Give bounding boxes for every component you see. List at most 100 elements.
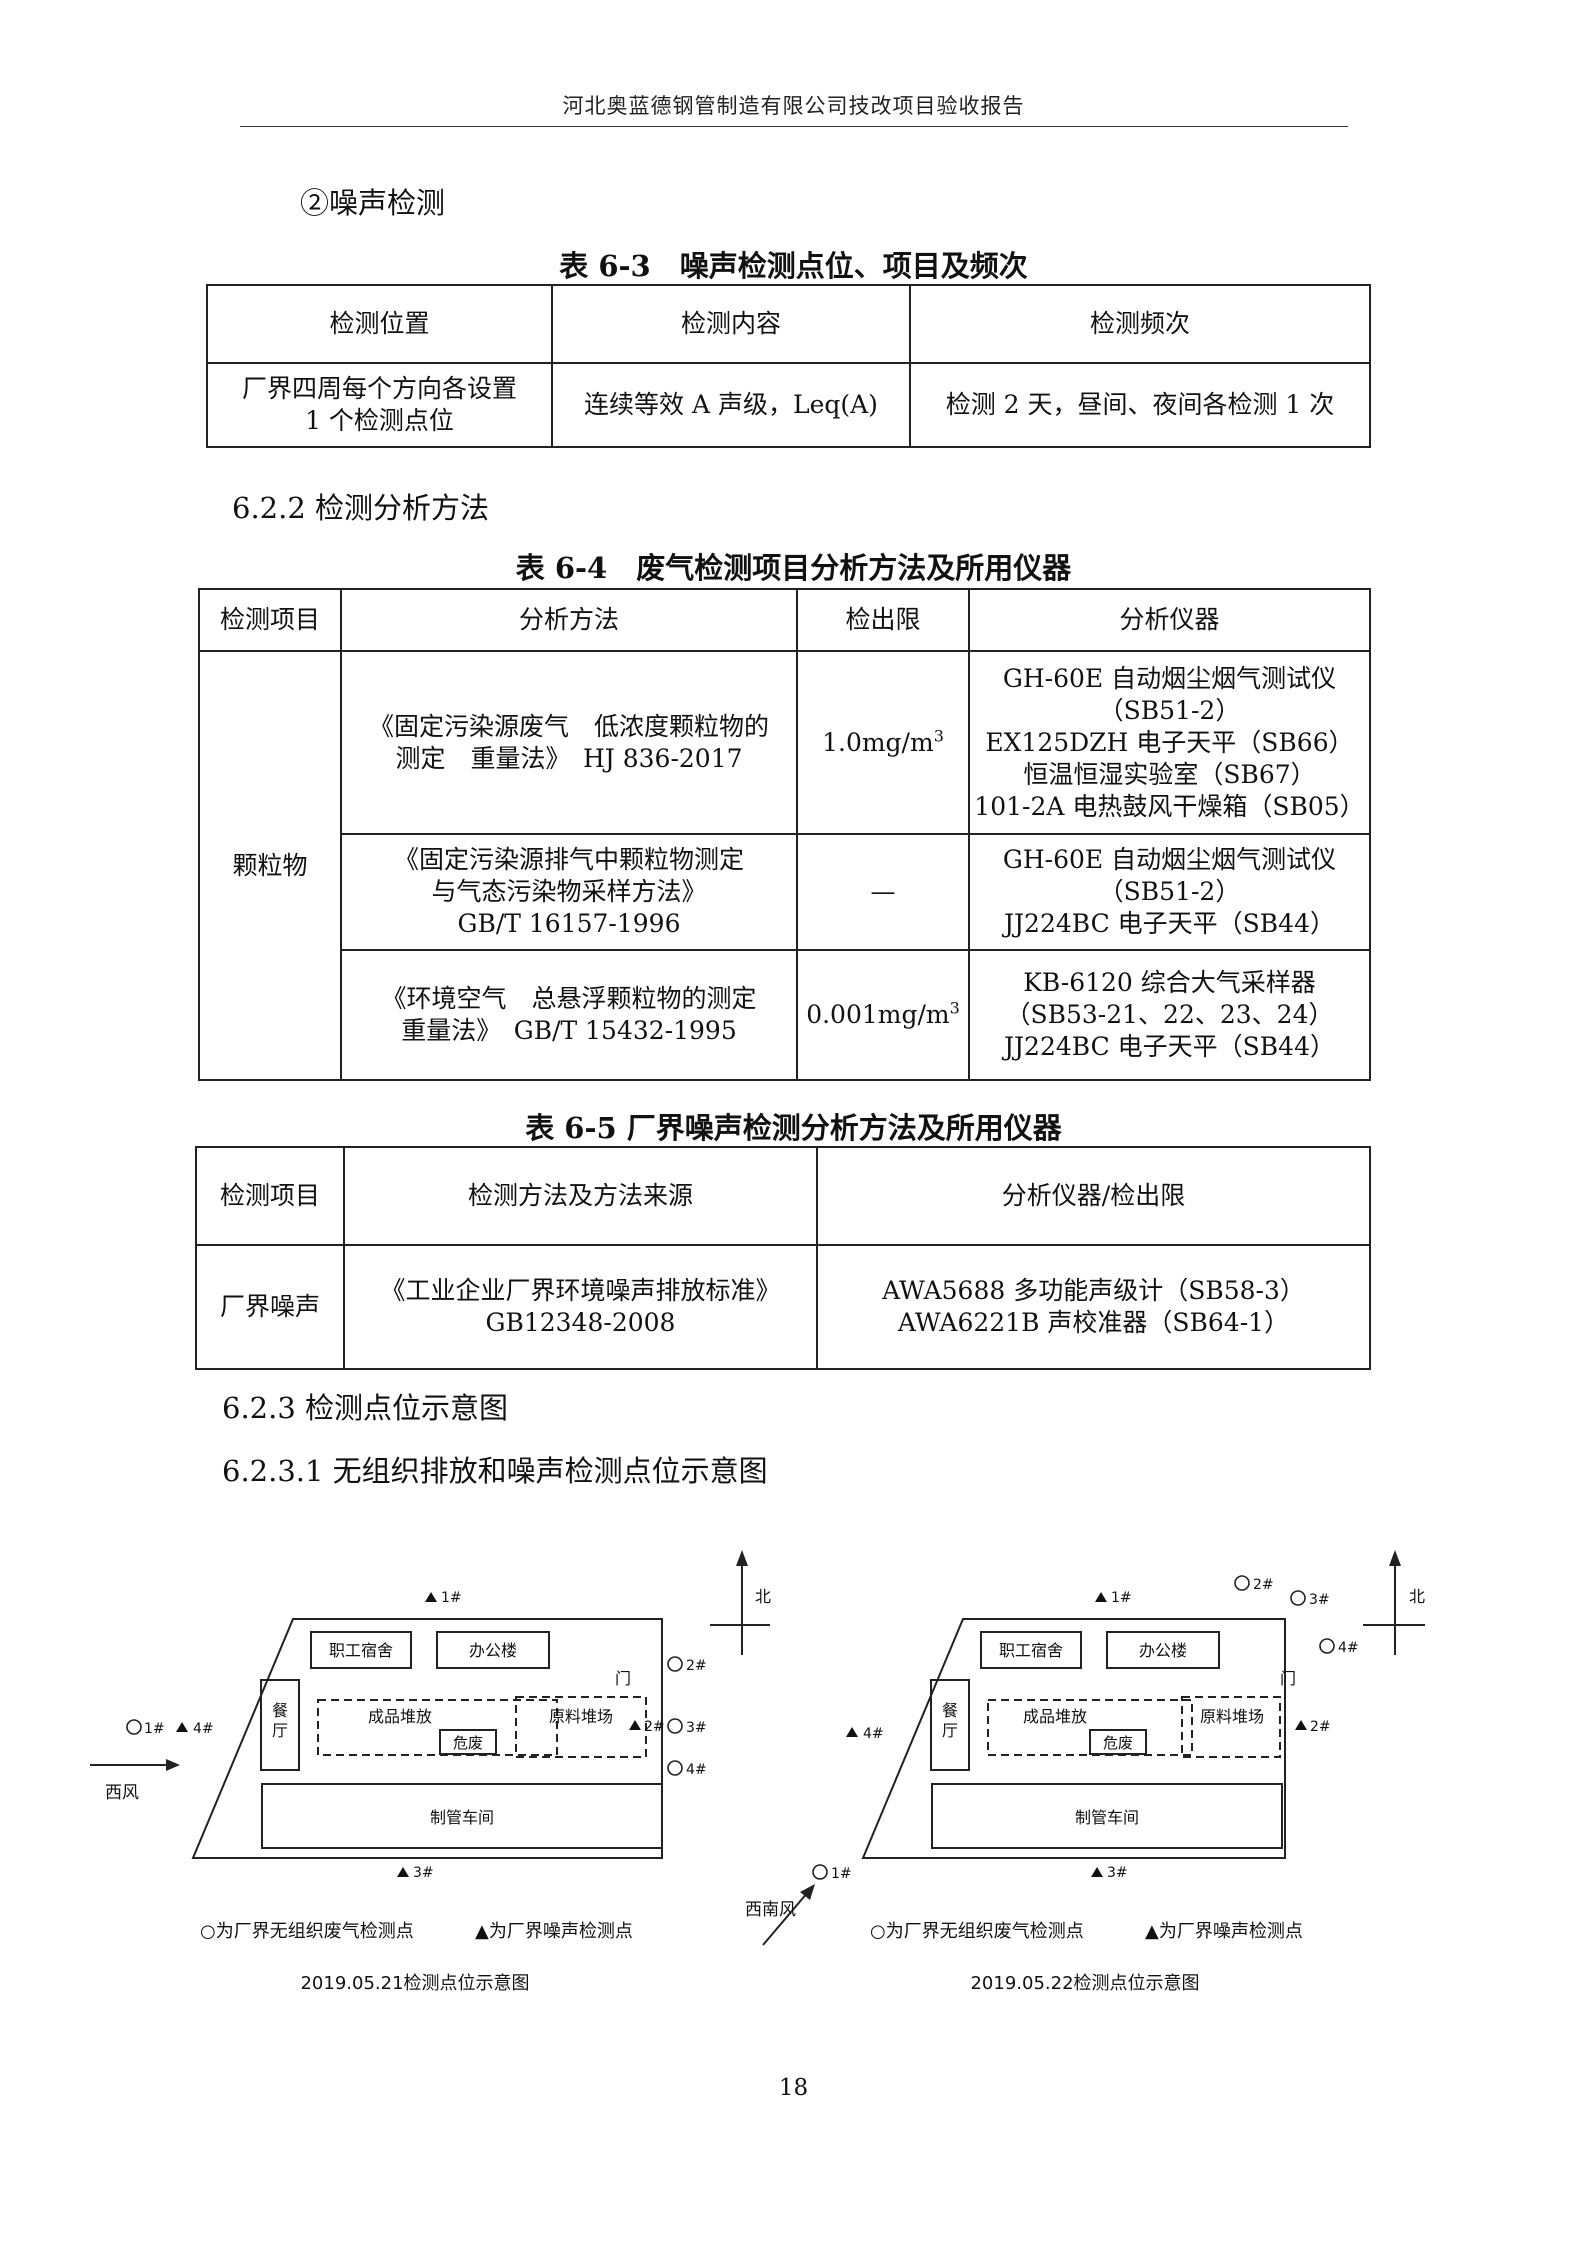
product-label: 成品堆放 <box>368 1707 432 1726</box>
hazard-label: 危废 <box>1103 1734 1133 1752</box>
method-line: GB12348-2008 <box>485 1308 676 1337</box>
raw-material-yard <box>1181 1696 1281 1758</box>
office-building <box>1106 1631 1220 1669</box>
table-header-cell: 检测频次 <box>909 284 1371 364</box>
site-boundary <box>861 1618 1286 1859</box>
circle-marker-icon <box>1290 1590 1306 1606</box>
point-label: 1# <box>144 1721 165 1737</box>
diagram-caption: 2019.05.21检测点位示意图 <box>300 1973 529 1994</box>
method-line: GB/T 16157-1996 <box>457 909 681 938</box>
point-label: 1# <box>1111 1590 1132 1606</box>
limit-value: 0.001mg/m <box>806 1000 950 1029</box>
circle-marker-icon <box>1234 1575 1250 1591</box>
table-cell: 《固定污染源排气中颗粒物测定 与气态污染物采样方法》 GB/T 16157-19… <box>340 833 798 951</box>
triangle-marker-icon <box>846 1727 858 1737</box>
hazard-label: 危废 <box>453 1734 483 1752</box>
canteen-label-1: 餐 <box>942 1701 958 1720</box>
point-label: 4# <box>863 1726 884 1742</box>
office-label: 办公楼 <box>469 1641 517 1660</box>
gate-label: 门 <box>1280 1669 1296 1688</box>
legend-triangle: ▲为厂界噪声检测点 <box>1145 1921 1303 1942</box>
circle-marker-icon <box>667 1656 683 1672</box>
table-cell: 《固定污染源废气 低浓度颗粒物的 测定 重量法》 HJ 836-2017 <box>340 650 798 835</box>
table-6-3-caption: 表 6-3 噪声检测点位、项目及频次 <box>559 249 1028 283</box>
section-6-2-3-heading: 6.2.3 检测点位示意图 <box>222 1391 509 1425</box>
table-cell: 1.0mg/m3 <box>796 650 970 835</box>
instrument-line: KB-6120 综合大气采样器 <box>1023 968 1316 997</box>
north-arrow-icon <box>736 1550 748 1566</box>
point-label: 4# <box>1338 1640 1359 1656</box>
office-building <box>436 1631 550 1669</box>
table-cell: KB-6120 综合大气采样器 （SB53-21、22、23、24） JJ224… <box>968 949 1371 1081</box>
workshop-building <box>931 1783 1283 1849</box>
product-label: 成品堆放 <box>1023 1707 1087 1726</box>
method-line: 《工业企业厂界环境噪声排放标准》 <box>380 1276 781 1305</box>
legend-triangle: ▲为厂界噪声检测点 <box>475 1921 633 1942</box>
site-diagram-0521: 职工宿舍 办公楼 餐 厅 成品堆放 危废 原料堆场 制管车间 门 北 1# 4#… <box>90 1550 771 1994</box>
instrument-line: （SB51-2） <box>1098 877 1241 906</box>
point-label: 2# <box>644 1719 665 1735</box>
gate-label: 门 <box>615 1669 631 1688</box>
triangle-marker-icon <box>1295 1720 1307 1730</box>
table-6-5-caption: 表 6-5 厂界噪声检测分析方法及所用仪器 <box>525 1111 1062 1145</box>
method-line: 测定 重量法》 HJ 836-2017 <box>395 743 743 773</box>
table-cell: 0.001mg/m3 <box>796 949 970 1081</box>
dorm-label: 职工宿舍 <box>999 1641 1063 1660</box>
point-label: 2# <box>686 1658 707 1674</box>
instrument-line: （SB53-21、22、23、24） <box>1005 1000 1334 1029</box>
instrument-line: 101-2A 电热鼓风干燥箱（SB05） <box>974 791 1365 821</box>
table-cell: 连续等效 A 声级，Leq(A) <box>551 362 911 448</box>
legend-circle: ○为厂界无组织废气检测点 <box>200 1921 414 1942</box>
instrument-line: AWA6221B 声校准器（SB64-1） <box>897 1308 1290 1337</box>
north-label: 北 <box>755 1587 771 1606</box>
triangle-marker-icon <box>425 1592 437 1602</box>
triangle-marker-icon <box>1095 1592 1107 1602</box>
table-cell-item: 颗粒物 <box>198 650 342 1081</box>
table-cell: — <box>796 833 970 951</box>
site-boundary <box>191 1618 663 1859</box>
page-number: 18 <box>778 2075 809 2101</box>
office-label: 办公楼 <box>1139 1641 1187 1660</box>
method-line: 《环境空气 总悬浮颗粒物的测定 <box>381 984 757 1013</box>
table-header-cell: 分析仪器 <box>968 588 1371 652</box>
limit-value: 1.0mg/m <box>822 727 934 757</box>
dorm-building <box>980 1631 1082 1669</box>
table-cell: 检测 2 天，昼间、夜间各检测 1 次 <box>909 362 1371 448</box>
hazard-store <box>1089 1729 1147 1755</box>
instrument-line: GH-60E 自动烟尘烟气测试仪 <box>1002 845 1337 874</box>
table-header-cell: 检测方法及方法来源 <box>343 1146 818 1246</box>
canteen-building <box>930 1679 970 1771</box>
product-yard <box>317 1699 558 1756</box>
triangle-marker-icon <box>1091 1867 1103 1877</box>
instrument-line: EX125DZH 电子天平（SB66） <box>985 727 1354 757</box>
table-6-3: 检测位置 检测内容 检测频次 厂界四周每个方向各设置 1 个检测点位 连续等效 … <box>206 284 1371 448</box>
noise-heading: ②噪声检测 <box>300 186 446 220</box>
dorm-building <box>310 1631 412 1669</box>
point-label: 2# <box>1253 1577 1274 1593</box>
instrument-line: 恒温恒湿实验室（SB67） <box>1023 759 1316 789</box>
point-label: 3# <box>1107 1865 1128 1881</box>
wind-arrow-icon <box>800 1884 815 1900</box>
raw-label: 原料堆场 <box>549 1707 613 1726</box>
canteen-label-2: 厅 <box>942 1721 958 1740</box>
hazard-store <box>439 1729 497 1755</box>
raw-material-yard <box>515 1696 647 1758</box>
section-6-2-3-1-heading: 6.2.3.1 无组织排放和噪声检测点位示意图 <box>222 1454 768 1488</box>
raw-label: 原料堆场 <box>1200 1707 1264 1726</box>
table-header-cell: 检出限 <box>796 588 970 652</box>
workshop-label: 制管车间 <box>430 1808 494 1827</box>
table-header-cell: 检测内容 <box>551 284 911 364</box>
header-divider <box>240 126 1348 127</box>
table-6-5: 检测项目 检测方法及方法来源 分析仪器/检出限 厂界噪声 《工业企业厂界环境噪声… <box>195 1146 1371 1370</box>
point-label: 3# <box>413 1865 434 1881</box>
table-header-cell: 分析仪器/检出限 <box>816 1146 1371 1246</box>
method-line: 与气态污染物采样方法》 <box>431 877 707 906</box>
dorm-label: 职工宿舍 <box>329 1641 393 1660</box>
method-line: 《固定污染源排气中颗粒物测定 <box>393 845 744 874</box>
wind-arrow-icon <box>166 1759 180 1771</box>
workshop-label: 制管车间 <box>1075 1808 1139 1827</box>
table-cell-item: 厂界噪声 <box>195 1244 345 1370</box>
table-cell: GH-60E 自动烟尘烟气测试仪 （SB51-2） EX125DZH 电子天平（… <box>968 650 1371 835</box>
point-label: 3# <box>686 1720 707 1736</box>
table-cell: GH-60E 自动烟尘烟气测试仪 （SB51-2） JJ224BC 电子天平（S… <box>968 833 1371 951</box>
